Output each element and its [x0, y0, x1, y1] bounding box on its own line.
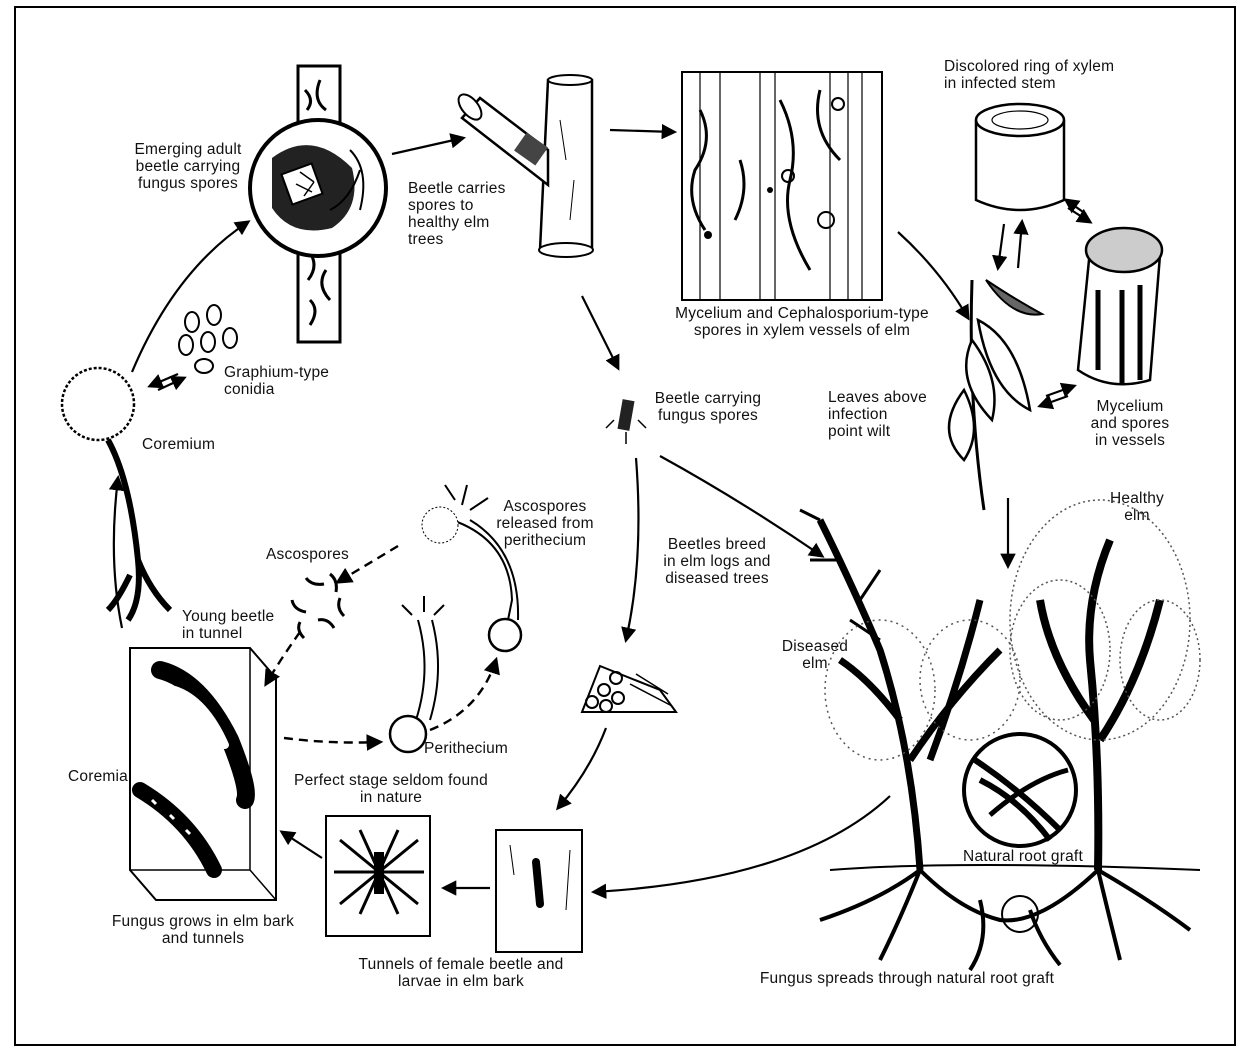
- label-perithecium: Perithecium: [424, 740, 534, 757]
- log-pile-illustration: [582, 666, 676, 712]
- label-beetle-carrying: Beetle carrying fungus spores: [638, 390, 778, 424]
- label-coremia: Coremia: [68, 768, 148, 785]
- arrow-leaves-mycelium-1: [1046, 386, 1074, 396]
- tunnels-panel-illustration: [326, 816, 430, 936]
- arrow-leaves-mycelium-2: [1040, 396, 1068, 406]
- arrow-roots-to-panel: [594, 796, 890, 892]
- arrow-block-to-perithecium: [284, 738, 380, 743]
- label-emerging-adult: Emerging adult beetle carrying fungus sp…: [118, 141, 258, 192]
- arrow-stem-up-1: [1018, 222, 1022, 268]
- label-ascospores-released: Ascospores released from perithecium: [470, 498, 620, 549]
- label-perfect-stage: Perfect stage seldom found in nature: [276, 772, 506, 806]
- dashed-arrows: [266, 546, 496, 743]
- arrow-conidia-1: [150, 374, 178, 386]
- label-fungus-grows: Fungus grows in elm bark and tunnels: [88, 913, 318, 947]
- label-healthy-elm: Healthy elm: [1092, 490, 1182, 524]
- arrow-stem-down-1: [998, 224, 1004, 268]
- bark-tunnel-block-illustration: [130, 648, 276, 900]
- label-beetle-carries: Beetle carries spores to healthy elm tre…: [408, 180, 528, 248]
- graphium-conidia-illustration: [179, 305, 237, 373]
- wilting-leaves-illustration: [949, 280, 1042, 510]
- arrow-perithecium-to-ascocarp: [430, 660, 496, 730]
- arrow-beetle-to-branch: [392, 138, 463, 154]
- label-diseased-elm: Diseased elm: [770, 638, 860, 672]
- label-fungus-spreads: Fungus spreads through natural root graf…: [722, 970, 1092, 987]
- label-natural-root-graft: Natural root graft: [948, 848, 1098, 865]
- ascospores-illustration: [292, 574, 344, 638]
- emerging-beetle-illustration: [250, 66, 386, 342]
- xylem-vessel-panel: [682, 72, 882, 300]
- arrow-branch-to-small-beetle: [582, 296, 618, 368]
- label-young-beetle: Young beetle in tunnel: [182, 608, 292, 642]
- arrow-branch-to-xylem: [610, 130, 674, 132]
- label-ascospores: Ascospores: [266, 546, 366, 563]
- label-coremium: Coremium: [142, 436, 242, 453]
- arrow-beetle-to-logs: [626, 458, 638, 640]
- label-leaves-wilt: Leaves above infection point wilt: [828, 389, 948, 440]
- label-tunnels-female: Tunnels of female beetle and larvae in e…: [316, 956, 606, 990]
- label-beetles-breed: Beetles breed in elm logs and diseased t…: [642, 536, 792, 587]
- label-mycelium-vessels: Mycelium and spores in vessels: [1080, 398, 1180, 449]
- label-mycelium-xylem: Mycelium and Cephalosporium-type spores …: [652, 305, 952, 339]
- entry-tunnel-panel-illustration: [496, 830, 582, 952]
- arrow-logs-to-panel: [558, 728, 606, 808]
- label-discolored-ring: Discolored ring of xylem in infected ste…: [944, 58, 1164, 92]
- label-graphium-conidia: Graphium-type conidia: [224, 364, 354, 398]
- root-graft-magnifier: [964, 734, 1076, 846]
- arrow-tunnels-to-block: [282, 832, 322, 858]
- root-system-illustration: [820, 865, 1200, 970]
